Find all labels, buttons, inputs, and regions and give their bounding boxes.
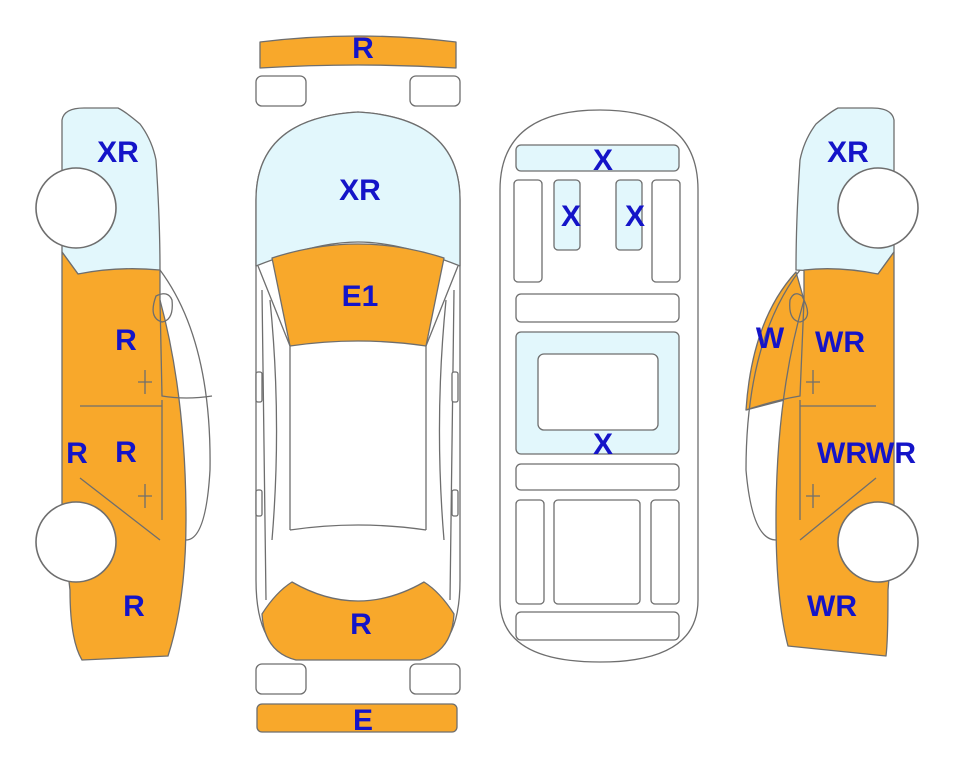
front-bumper-label: R (352, 32, 374, 65)
left-front-handle (138, 370, 152, 394)
right-rear-wheel (837, 501, 919, 583)
top-cabin-lines (257, 265, 459, 601)
top-left-handle (255, 489, 263, 517)
underside-crossmember-1 (515, 293, 680, 323)
left-rear-handle (138, 484, 152, 508)
left-front-door-label: R (115, 324, 137, 357)
underside-mid-left-panel[interactable] (553, 179, 581, 251)
top-windshield-label: XR (339, 174, 381, 207)
rear-right-lamp (409, 663, 461, 695)
top-right-mirror (451, 371, 459, 403)
underside-left-rail (513, 179, 543, 283)
front-bumper-panel[interactable] (259, 35, 457, 69)
right-fender-label: XR (827, 136, 869, 169)
rear-bumper-panel[interactable] (256, 703, 458, 733)
top-trunk-label: R (350, 608, 372, 641)
right-mirror-label: W (756, 322, 785, 355)
underside-rear-center (553, 499, 641, 605)
underside-view: X X X X (499, 109, 699, 663)
top-trunk-panel[interactable] (261, 581, 455, 661)
right-rear-handle (806, 484, 820, 508)
top-hood-panel[interactable] (271, 243, 445, 347)
top-view: R XR E1 R E (255, 32, 461, 737)
right-rocker-label: WR (866, 437, 916, 470)
left-front-wheel (35, 167, 117, 249)
left-quarter-label: R (123, 590, 145, 623)
underside-rear-right (650, 499, 680, 605)
left-fender-label: XR (97, 136, 139, 169)
underside-front-label: X (593, 144, 613, 177)
underside-crossmember-2 (515, 463, 680, 491)
underside-center-label: X (593, 428, 613, 461)
right-side-view: XR W WR WR WR WR (745, 107, 919, 657)
left-rocker-label: R (66, 437, 88, 470)
front-left-lamp (255, 75, 307, 107)
left-side-view: XR R R R R (35, 107, 213, 661)
left-rear-wheel (35, 501, 117, 583)
right-window-outline (745, 269, 877, 541)
top-left-mirror (255, 371, 263, 403)
underside-mid-right-label: X (625, 200, 645, 233)
underside-mid-right-panel[interactable] (615, 179, 643, 251)
front-right-lamp (409, 75, 461, 107)
underside-rear-left (515, 499, 545, 605)
left-rear-door-label: R (115, 436, 137, 469)
underside-front-panel[interactable] (515, 144, 680, 172)
right-front-wheel (837, 167, 919, 249)
top-right-handle (451, 489, 459, 517)
right-rear-door-label: WR (817, 437, 867, 470)
right-quarter-label: WR (807, 590, 857, 623)
left-window-outline (79, 269, 213, 541)
right-front-door-label: WR (815, 326, 865, 359)
underside-mid-left-label: X (561, 200, 581, 233)
underside-center-inner (537, 353, 659, 431)
underside-right-rail (651, 179, 681, 283)
underside-rear-bar (515, 611, 680, 641)
top-windshield-panel[interactable] (255, 111, 461, 267)
top-hood-label: E1 (342, 280, 379, 313)
rear-left-lamp (255, 663, 307, 695)
rear-bumper-label: E (353, 704, 373, 737)
right-front-handle (806, 370, 820, 394)
